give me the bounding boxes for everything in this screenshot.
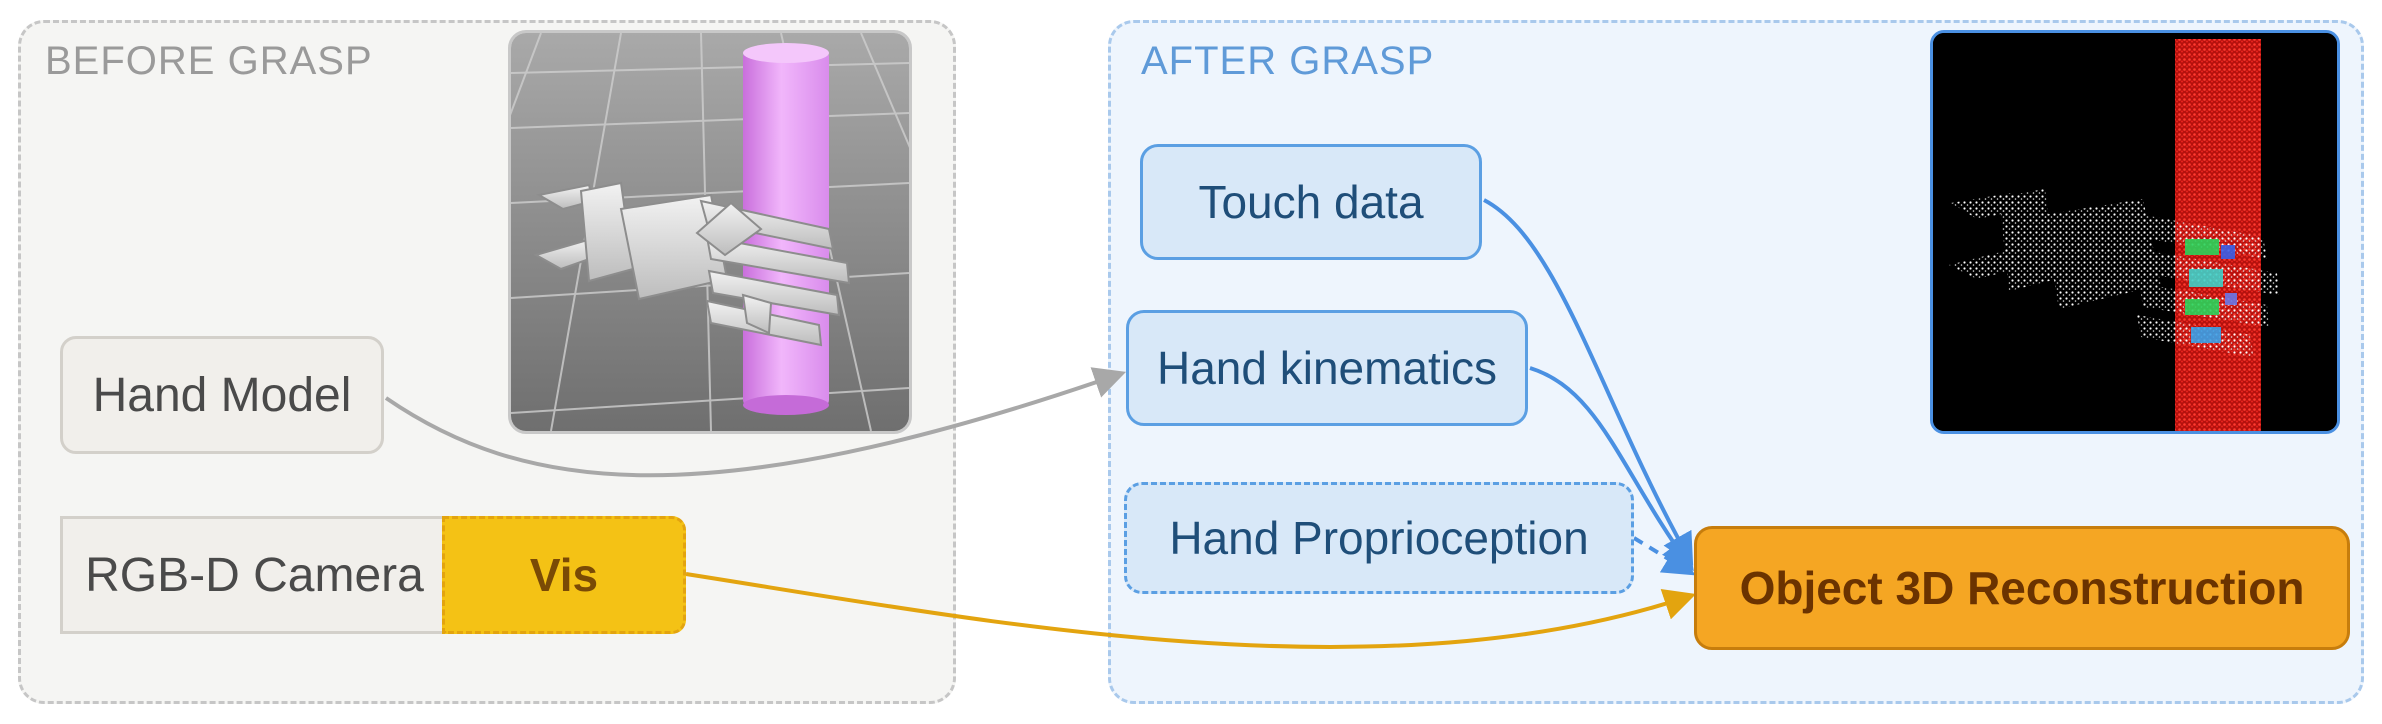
- touch-data-node: Touch data: [1140, 144, 1482, 260]
- hand-kinematics-node: Hand kinematics: [1126, 310, 1528, 426]
- arrow-touch-to-reconstruction: [1483, 198, 1694, 566]
- simulation-image: [508, 30, 912, 434]
- arrow-kinematics-to-reconstruction: [1529, 366, 1694, 572]
- point-cloud-image: [1930, 30, 2340, 434]
- object-3d-reconstruction-node: Object 3D Reconstruction: [1694, 526, 2350, 650]
- vis-node: Vis: [442, 516, 686, 634]
- before-grasp-label: BEFORE GRASP: [45, 39, 373, 83]
- after-grasp-label: AFTER GRASP: [1141, 39, 1435, 83]
- arrow-proprioception-to-reconstruction: [1632, 536, 1696, 576]
- hand-proprioception-node: Hand Proprioception: [1124, 482, 1634, 594]
- arrow-vis-to-reconstruction: [685, 572, 1697, 649]
- rgbd-camera-node: RGB-D Camera: [60, 516, 446, 634]
- arrow-hand-model-to-kinematics: [384, 367, 1127, 478]
- hand-model-node: Hand Model: [60, 336, 384, 454]
